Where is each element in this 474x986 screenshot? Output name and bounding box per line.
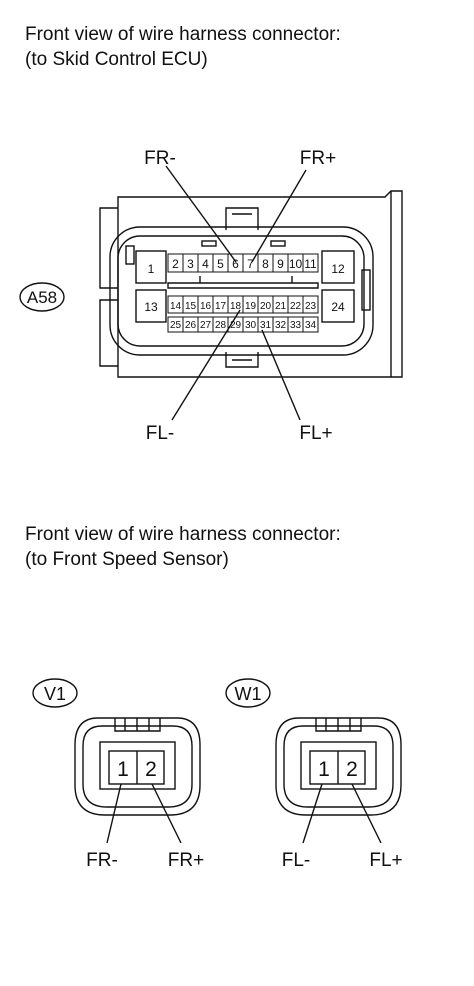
ecu-pin-33: 33 [290,320,302,331]
ecu-pin-16: 16 [200,301,212,312]
ecu-pin-7: 7 [247,257,254,271]
ecu-pin-14: 14 [170,301,182,312]
ecu-pin-19: 19 [245,301,257,312]
ecu-pin-17: 17 [215,301,227,312]
ecu-pin-34: 34 [305,320,317,331]
v1-id-ellipse [32,678,78,708]
ecu-connector-body [99,190,403,378]
fl-minus-label: FL- [146,423,175,444]
ecu-pin-32: 32 [275,320,287,331]
w1-pin-2: 2 [346,758,358,781]
fr-minus-lead [165,165,237,263]
w1-pin1-lead [302,783,323,844]
ecu-pin-29: 29 [230,320,242,331]
a58-id-label: A58 [27,288,57,307]
v1-pin-2: 2 [145,758,157,781]
v1-pin2-lead [151,783,182,844]
fr-plus-label: FR+ [300,148,336,169]
ecu-pin-11: 11 [304,257,317,271]
ecu-pin-8: 8 [262,257,269,271]
w1-id-label: W1 [235,684,262,704]
fl-plus-lead [261,329,301,421]
ecu-pin-2: 2 [172,257,179,271]
ecu-pin-30: 30 [245,320,257,331]
ecu-pin-18: 18 [230,301,242,312]
ecu-pin-6: 6 [232,257,239,271]
ecu-pin-22: 22 [290,301,302,312]
w1-fl-minus-label: FL- [282,850,311,871]
ecu-pin-4: 4 [202,257,209,271]
ecu-pin-25: 25 [170,320,182,331]
ecu-pin-5: 5 [217,257,224,271]
ecu-pin-cell [302,253,319,273]
v1-id-label: V1 [44,684,66,704]
ecu-section-subtitle: (to Skid Control ECU) [25,49,208,70]
ecu-pin-12: 12 [331,262,345,276]
v1-connector-body [74,717,201,844]
v1-pin-1: 1 [117,758,129,781]
ecu-pin-28: 28 [215,320,227,331]
ecu-pin-27: 27 [200,320,212,331]
sensor-section-subtitle: (to Front Speed Sensor) [25,549,229,570]
w1-fl-plus-label: FL+ [369,850,402,871]
ecu-pin-15: 15 [185,301,197,312]
ecu-pin-31: 31 [260,320,272,331]
ecu-pin-23: 23 [305,301,317,312]
v1-fr-minus-label: FR- [86,850,118,871]
ecu-pin-cell [302,295,319,314]
ecu-pin-13: 13 [144,300,158,314]
ecu-pin-1: 1 [148,262,155,276]
ecu-pin-10: 10 [289,257,303,271]
ecu-pin-9: 9 [277,257,284,271]
ecu-pin-26: 26 [185,320,197,331]
ecu-pin-21: 21 [275,301,287,312]
ecu-section-title: Front view of wire harness connector: [25,24,341,45]
ecu-pin-3: 3 [187,257,194,271]
ecu-pin-24: 24 [331,300,345,314]
v1-fr-plus-label: FR+ [168,850,204,871]
ecu-pin-cell [302,316,319,333]
w1-connector-body [275,717,402,844]
fr-minus-label: FR- [144,148,176,169]
a58-id-ellipse [19,282,65,312]
w1-pin2-lead [351,783,382,844]
sensor-section-title: Front view of wire harness connector: [25,524,341,545]
fl-plus-label: FL+ [299,423,332,444]
w1-pin-1: 1 [318,758,330,781]
v1-pin1-lead [106,783,122,844]
fr-plus-lead [251,169,307,263]
ecu-pin-20: 20 [260,301,272,312]
w1-id-ellipse [225,678,271,708]
fl-minus-lead [171,309,241,421]
